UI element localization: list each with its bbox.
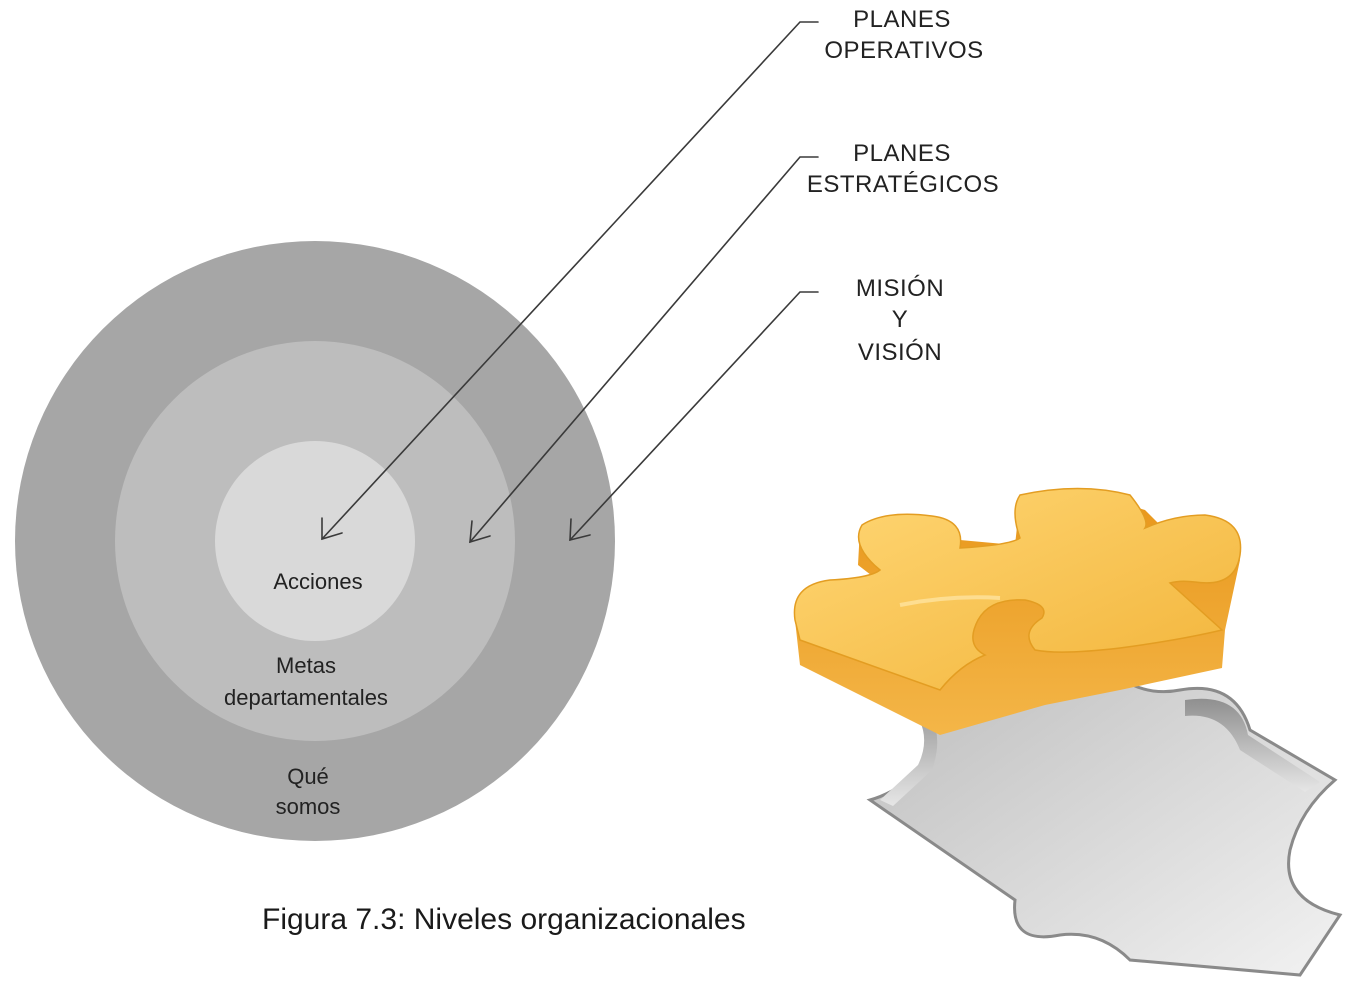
label-planes-estrategicos-line2: ESTRATÉGICOS [807,171,999,198]
puzzle-piece [793,487,1242,735]
label-planes-estrategicos-line1: PLANES [853,140,951,167]
middle-ring-label-line1: Metas [276,653,336,678]
middle-ring-label-line2: departamentales [224,685,388,710]
label-mision-line1: MISIÓN [856,275,944,302]
puzzle-hole [866,648,1343,977]
label-mision-line3: VISIÓN [858,339,942,366]
label-planes-operativos-line1: PLANES [853,6,951,33]
inner-ring-operativos [215,441,415,641]
arrow-estrategicos [469,156,819,544]
outer-ring-label-line1: Qué [287,764,329,789]
outer-ring-label-line2: somos [276,794,341,819]
arrow-mision [569,291,819,542]
figure-caption: Figura 7.3: Niveles organizacionales [262,903,746,936]
callout-labels: PLANES OPERATIVOS PLANES ESTRATÉGICOS MI… [807,6,999,366]
label-mision-line2: Y [892,306,909,333]
label-planes-operativos-line2: OPERATIVOS [824,37,983,64]
inner-ring-label: Acciones [273,569,362,594]
callout-arrows [321,21,819,544]
puzzle-illustration [793,487,1343,977]
arrow-operativos [321,21,819,541]
concentric-rings: Acciones Metas departamentales Qué somos [15,241,615,841]
